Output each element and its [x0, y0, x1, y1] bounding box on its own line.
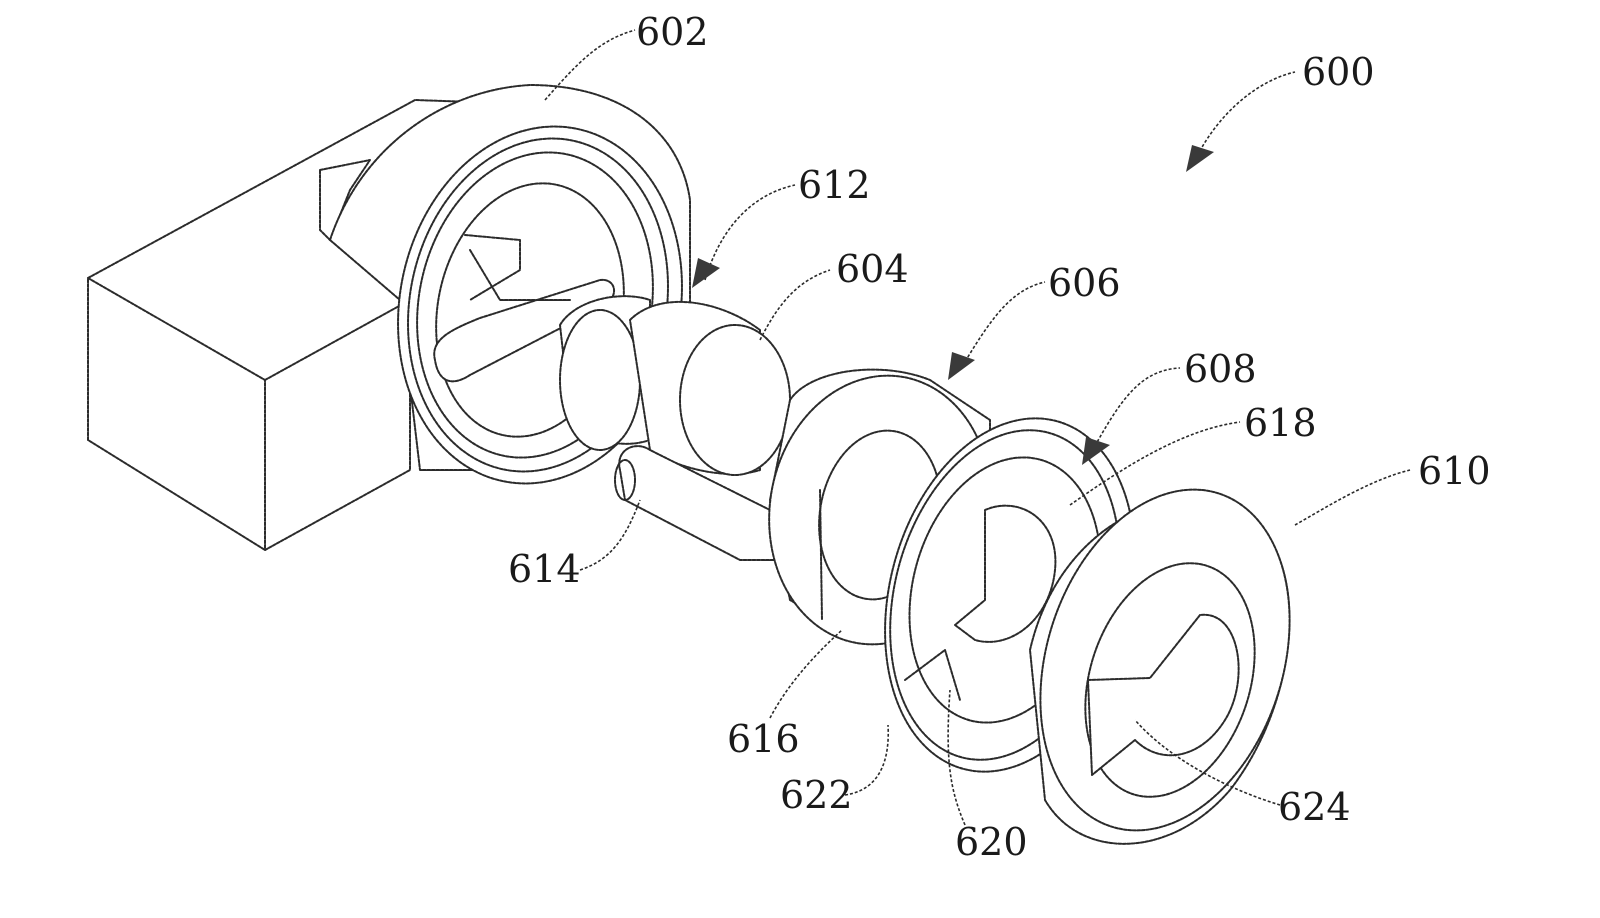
leader-610: [1295, 470, 1410, 525]
cylinder-604: [560, 296, 790, 560]
leader-604: [760, 270, 830, 340]
label-608: 608: [1184, 347, 1257, 391]
label-618: 618: [1244, 401, 1317, 445]
label-614: 614: [508, 547, 581, 591]
label-624: 624: [1278, 785, 1351, 829]
label-612: 612: [798, 163, 871, 207]
label-616: 616: [727, 717, 800, 761]
label-600: 600: [1302, 50, 1375, 94]
leader-616: [770, 630, 842, 718]
label-622: 622: [780, 773, 853, 817]
leader-614: [580, 500, 640, 570]
leader-612: [705, 185, 795, 280]
label-602: 602: [636, 10, 709, 54]
label-620: 620: [955, 820, 1028, 864]
label-606: 606: [1048, 261, 1121, 305]
arrow-612: [692, 258, 720, 288]
label-610: 610: [1418, 449, 1491, 493]
label-604: 604: [836, 247, 909, 291]
arrow-606: [948, 352, 975, 380]
arrow-600: [1186, 145, 1214, 172]
leader-600: [1195, 72, 1295, 160]
cylinder-front-face: [680, 325, 790, 475]
cylinder-neck-ring: [560, 310, 640, 450]
leader-606: [960, 282, 1045, 370]
leader-608: [1090, 368, 1180, 455]
